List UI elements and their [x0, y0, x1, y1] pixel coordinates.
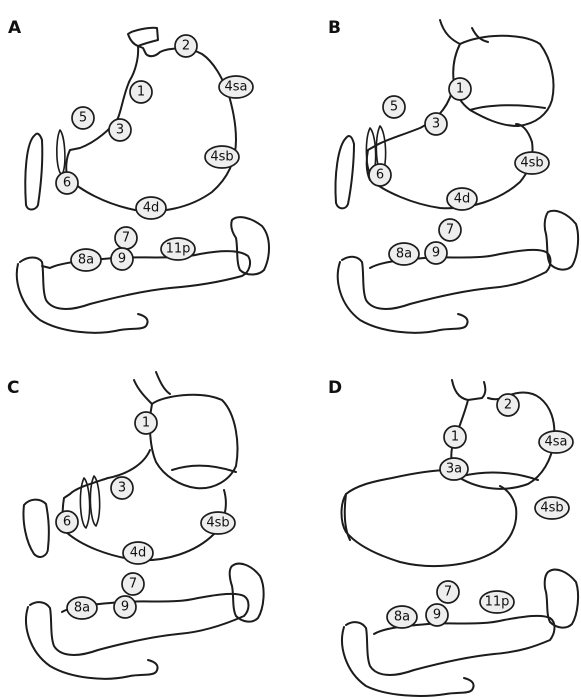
lymph-node-1: 1	[449, 78, 471, 100]
svg-text:2: 2	[182, 39, 190, 54]
lymph-node-5: 5	[72, 107, 94, 129]
lymph-node-5: 5	[383, 96, 405, 118]
svg-text:7: 7	[122, 231, 130, 246]
lymph-node-6: 6	[56, 511, 78, 533]
panel-a-nodes: 2 1 4sa 5 3 4sb	[56, 35, 253, 271]
lymph-node-7: 7	[122, 573, 144, 595]
svg-text:4sb: 4sb	[210, 150, 233, 165]
lymph-node-4sa: 4sa	[219, 76, 253, 98]
svg-text:3: 3	[116, 123, 124, 138]
svg-text:1: 1	[137, 85, 145, 100]
lymph-node-8a: 8a	[387, 606, 417, 628]
lymph-node-3: 3	[109, 119, 131, 141]
lymph-node-8a: 8a	[71, 249, 101, 271]
svg-text:2: 2	[504, 398, 512, 413]
svg-text:8a: 8a	[78, 253, 94, 268]
lymph-node-8a: 8a	[67, 597, 97, 619]
svg-text:9: 9	[432, 246, 440, 261]
svg-text:11p: 11p	[485, 595, 510, 610]
svg-text:8a: 8a	[394, 610, 410, 625]
svg-text:8a: 8a	[74, 601, 90, 616]
svg-text:4sa: 4sa	[544, 435, 567, 450]
panel-b: B 1	[328, 18, 578, 333]
lymph-node-2: 2	[497, 394, 519, 416]
svg-text:4sb: 4sb	[540, 501, 563, 516]
svg-text:6: 6	[376, 168, 384, 183]
lymph-node-4sb: 4sb	[201, 512, 235, 534]
svg-text:11p: 11p	[166, 242, 191, 257]
lymph-node-4d: 4d	[123, 542, 153, 564]
svg-text:1: 1	[142, 416, 150, 431]
svg-text:4sb: 4sb	[520, 156, 543, 171]
panel-b-label: B	[328, 18, 341, 38]
svg-text:6: 6	[63, 515, 71, 530]
panel-c-label: C	[7, 378, 19, 398]
lymph-node-6: 6	[56, 172, 78, 194]
lymph-node-4sa: 4sa	[539, 431, 573, 453]
lymph-node-7: 7	[439, 219, 461, 241]
svg-text:1: 1	[456, 82, 464, 97]
lymph-node-11p: 11p	[161, 238, 195, 260]
lymph-node-6: 6	[369, 164, 391, 186]
lymph-node-9: 9	[114, 596, 136, 618]
lymph-node-4sb: 4sb	[205, 146, 239, 168]
lymph-node-4d: 4d	[447, 188, 477, 210]
svg-text:7: 7	[446, 223, 454, 238]
svg-text:4d: 4d	[143, 201, 160, 216]
svg-text:3: 3	[118, 481, 126, 496]
panel-d-nodes: 2 1 4sa 3a 4sb 7	[387, 394, 573, 628]
panel-a-organs	[17, 28, 269, 333]
svg-text:9: 9	[121, 600, 129, 615]
panel-d-label: D	[328, 378, 342, 398]
lymph-node-7: 7	[115, 227, 137, 249]
lymph-node-9: 9	[425, 242, 447, 264]
lymph-node-2: 2	[175, 35, 197, 57]
lymph-node-9: 9	[111, 248, 133, 270]
svg-text:1: 1	[451, 430, 459, 445]
svg-text:7: 7	[129, 577, 137, 592]
lymph-node-1: 1	[444, 426, 466, 448]
lymph-node-11p: 11p	[480, 591, 514, 613]
panel-a: A 2 1 4s	[8, 18, 269, 333]
lymph-node-3: 3	[111, 477, 133, 499]
svg-text:8a: 8a	[396, 247, 412, 262]
svg-text:6: 6	[63, 176, 71, 191]
svg-text:4sa: 4sa	[224, 80, 247, 95]
lymph-node-1: 1	[135, 412, 157, 434]
panel-c-nodes: 1 3 6 4sb 4d 7	[56, 412, 235, 619]
lymph-node-7: 7	[437, 581, 459, 603]
lymph-node-4sb: 4sb	[515, 152, 549, 174]
svg-text:3a: 3a	[446, 462, 462, 477]
lymph-node-4d: 4d	[136, 197, 166, 219]
svg-text:4d: 4d	[454, 192, 471, 207]
panel-d: D 2 1 4s	[328, 378, 578, 696]
svg-text:7: 7	[444, 585, 452, 600]
svg-text:9: 9	[118, 252, 126, 267]
svg-text:4sb: 4sb	[206, 516, 229, 531]
panel-a-label: A	[8, 18, 22, 38]
lymph-node-8a: 8a	[389, 243, 419, 265]
svg-text:4d: 4d	[130, 546, 147, 561]
svg-text:5: 5	[390, 100, 398, 115]
svg-text:9: 9	[433, 608, 441, 623]
panel-c: C 1	[7, 372, 264, 679]
lymph-node-1: 1	[130, 81, 152, 103]
lymph-node-3: 3	[425, 113, 447, 135]
svg-text:3: 3	[432, 117, 440, 132]
lymph-node-4sb: 4sb	[535, 497, 569, 519]
lymph-node-3a: 3a	[440, 458, 468, 480]
lymph-node-9: 9	[426, 604, 448, 626]
svg-text:5: 5	[79, 111, 87, 126]
